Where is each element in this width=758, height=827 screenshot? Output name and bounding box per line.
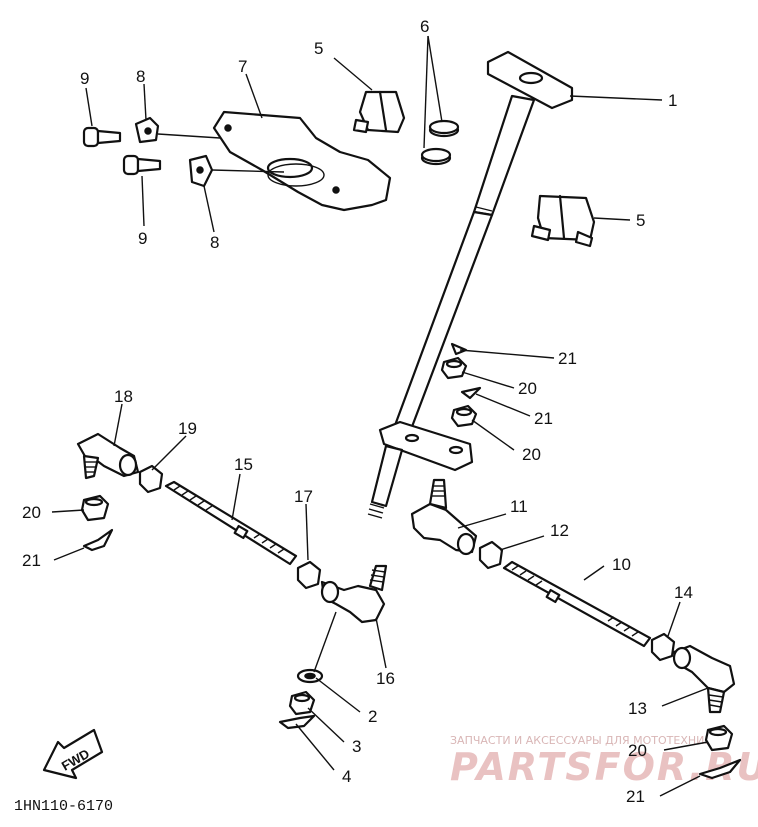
watermark: ЗАПЧАСТИ И АКСЕССУАРЫ ДЛЯ МОТОТЕХНИКИ PA… [450,734,758,789]
callout-21-arm-lower: 21 [534,409,553,428]
cotter-pin-left [82,528,114,552]
cotter-pin-center [278,714,316,730]
callout-9-upper: 9 [80,69,89,88]
tie-rod-right [502,560,652,648]
tie-rod-end-left [76,432,140,480]
callout-11: 11 [510,497,528,516]
callout-4: 4 [342,767,351,786]
callout-20-far-right: 20 [628,741,647,760]
oil-seal-pair [420,119,460,166]
locknut-right [478,540,504,570]
lock-plate-lower [188,154,214,188]
locknut-center [296,560,322,590]
callout-labels: 1 2 3 4 5 5 6 7 8 8 9 9 10 11 12 13 14 1… [22,17,693,806]
callout-21-arm-upper: 21 [558,349,577,368]
callout-9-lower: 9 [138,229,147,248]
bolt-upper [82,126,122,148]
callout-1: 1 [668,91,677,110]
locknut-far-right [650,632,676,662]
watermark-brand: PARTSFOR.RU [450,745,758,789]
tie-rod-end-center [320,564,388,624]
locknut-left [138,464,164,494]
cotter-pin-far-right [698,758,742,780]
callout-15: 15 [234,455,253,474]
callout-19: 19 [178,419,197,438]
tie-rod-end-far-right [672,644,736,714]
callout-5-upper: 5 [314,39,323,58]
document-code: 1HN110-6170 [14,798,113,815]
steering-bushing-upper [352,90,406,134]
callout-10: 10 [612,555,631,574]
steering-column-shaft [367,50,574,519]
cotter-pin-arm-lower [460,386,482,400]
tie-rod-left [164,480,298,566]
lock-plate-upper [134,116,160,144]
castle-nut-arm-lower [450,404,478,428]
callout-16: 16 [376,669,395,688]
callout-3: 3 [352,737,361,756]
bolt-lower [122,154,162,176]
callout-2: 2 [368,707,377,726]
castle-nut-arm-upper [440,356,468,380]
forward-direction-arrow: FWD [42,728,104,780]
watermark-tagline: ЗАПЧАСТИ И АКСЕССУАРЫ ДЛЯ МОТОТЕХНИКИ [450,734,720,747]
callout-14: 14 [674,583,693,602]
callout-5-lower: 5 [636,211,645,230]
callout-8-upper: 8 [136,67,145,86]
callout-20-arm-lower: 20 [522,445,541,464]
callout-21-left: 21 [22,551,41,570]
castle-nut-left [80,494,110,522]
washer-center [296,668,324,684]
leader-lines [51,35,709,797]
steering-bracket [212,110,392,212]
callout-13: 13 [628,699,647,718]
callout-20-arm-upper: 20 [518,379,537,398]
cotter-pin-arm-upper [450,342,468,356]
callout-18: 18 [114,387,133,406]
callout-12: 12 [550,521,569,540]
tie-rod-end-right [410,478,478,556]
callout-20-left: 20 [22,503,41,522]
callout-21-far-right: 21 [626,787,645,806]
castle-nut-far-right [704,724,734,752]
callout-8-lower: 8 [210,233,219,252]
steering-bushing-lower [530,194,596,248]
callout-7: 7 [238,57,247,76]
callout-17: 17 [294,487,313,506]
callout-6: 6 [420,17,429,36]
